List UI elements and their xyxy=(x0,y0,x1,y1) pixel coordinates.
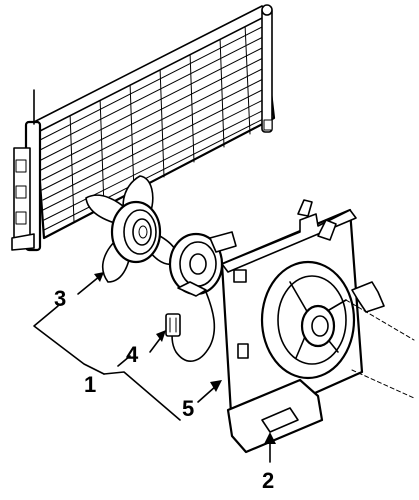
callout-3: 3 xyxy=(54,286,66,311)
leader-lines xyxy=(33,272,276,463)
condenser xyxy=(11,4,276,252)
callout-1: 1 xyxy=(84,372,96,397)
fan-motor xyxy=(165,231,237,362)
callout-2: 2 xyxy=(262,468,274,493)
callout-5: 5 xyxy=(182,396,194,421)
callout-4: 4 xyxy=(126,342,139,367)
fan-shroud xyxy=(220,199,415,454)
fan-blade xyxy=(85,175,179,283)
